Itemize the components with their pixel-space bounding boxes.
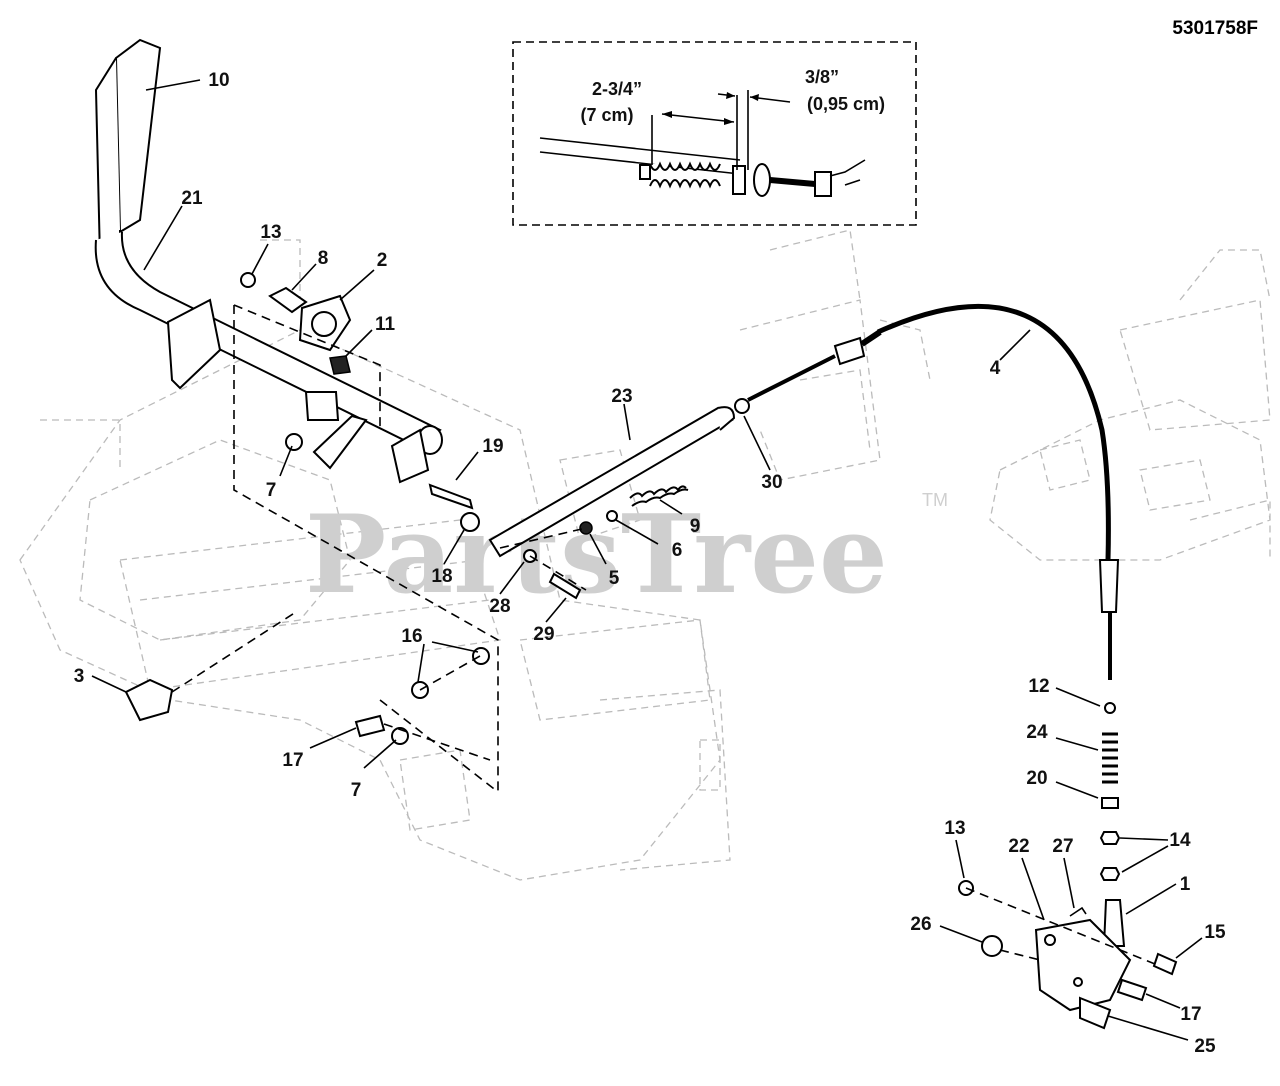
- callout-6: 6: [672, 540, 683, 561]
- watermark: PartsTree: [305, 492, 888, 618]
- callout-3: 3: [74, 666, 85, 687]
- callout-4: 4: [990, 358, 1001, 379]
- compression-spring: [629, 485, 689, 507]
- hardware-left: [124, 433, 491, 761]
- callout-30: 30: [761, 472, 782, 493]
- callout-labels: 10 21 13 8 2 11 19 7 23 30 4 9 6 5 18 28…: [74, 70, 1226, 1057]
- background-frame: [19, 229, 1271, 881]
- callout-13-lower: 13: [944, 818, 965, 839]
- callout-23: 23: [611, 386, 632, 407]
- callout-8: 8: [318, 248, 329, 269]
- assembly-box-left: [233, 305, 499, 792]
- control-rod: [488, 398, 750, 600]
- callout-2: 2: [377, 250, 388, 271]
- callout-11: 11: [375, 314, 396, 335]
- lever-assembly: [94, 38, 443, 484]
- diagram-code: 5301758F: [1172, 18, 1258, 39]
- callout-29: 29: [533, 624, 554, 645]
- dim-length-label: 2-3/4”: [592, 79, 642, 99]
- callout-19: 19: [482, 436, 503, 457]
- callout-5: 5: [609, 568, 620, 589]
- dim-gap-metric: (0,95 cm): [807, 94, 885, 114]
- callout-20: 20: [1026, 768, 1047, 789]
- callout-25: 25: [1194, 1036, 1216, 1057]
- cable-spring: [1102, 732, 1118, 784]
- callout-28: 28: [489, 596, 510, 617]
- callout-14: 14: [1169, 830, 1191, 851]
- leader-lines: [91, 79, 1203, 1041]
- inset-detail: 2-3/4” (7 cm) 3/8” (0,95 cm): [512, 41, 917, 226]
- callout-10: 10: [208, 70, 229, 91]
- callout-27: 27: [1052, 836, 1073, 857]
- callout-13-upper: 13: [260, 222, 281, 243]
- assembly-box-bottom: [379, 699, 499, 793]
- inset-spring: [639, 161, 721, 189]
- bracket-parts: [240, 272, 352, 375]
- callout-24: 24: [1026, 722, 1048, 743]
- assembly-box-top: [233, 304, 381, 430]
- callout-7-lower: 7: [351, 780, 362, 801]
- callout-7-upper: 7: [266, 480, 277, 501]
- callout-17-left: 17: [282, 750, 303, 771]
- callout-15: 15: [1204, 922, 1226, 943]
- callout-17-right: 17: [1180, 1004, 1201, 1025]
- callout-21: 21: [181, 188, 203, 209]
- dim-length-metric: (7 cm): [580, 105, 633, 125]
- control-cable: [747, 303, 1126, 947]
- callout-16: 16: [401, 626, 422, 647]
- callout-9: 9: [690, 516, 701, 537]
- callout-12: 12: [1028, 676, 1049, 697]
- callout-18: 18: [431, 566, 452, 587]
- callout-1: 1: [1180, 874, 1191, 895]
- trademark: TM: [922, 490, 948, 510]
- callout-26: 26: [910, 914, 931, 935]
- callout-22: 22: [1008, 836, 1029, 857]
- lower-bracket: [958, 880, 1178, 1030]
- dim-gap-label: 3/8”: [805, 67, 839, 87]
